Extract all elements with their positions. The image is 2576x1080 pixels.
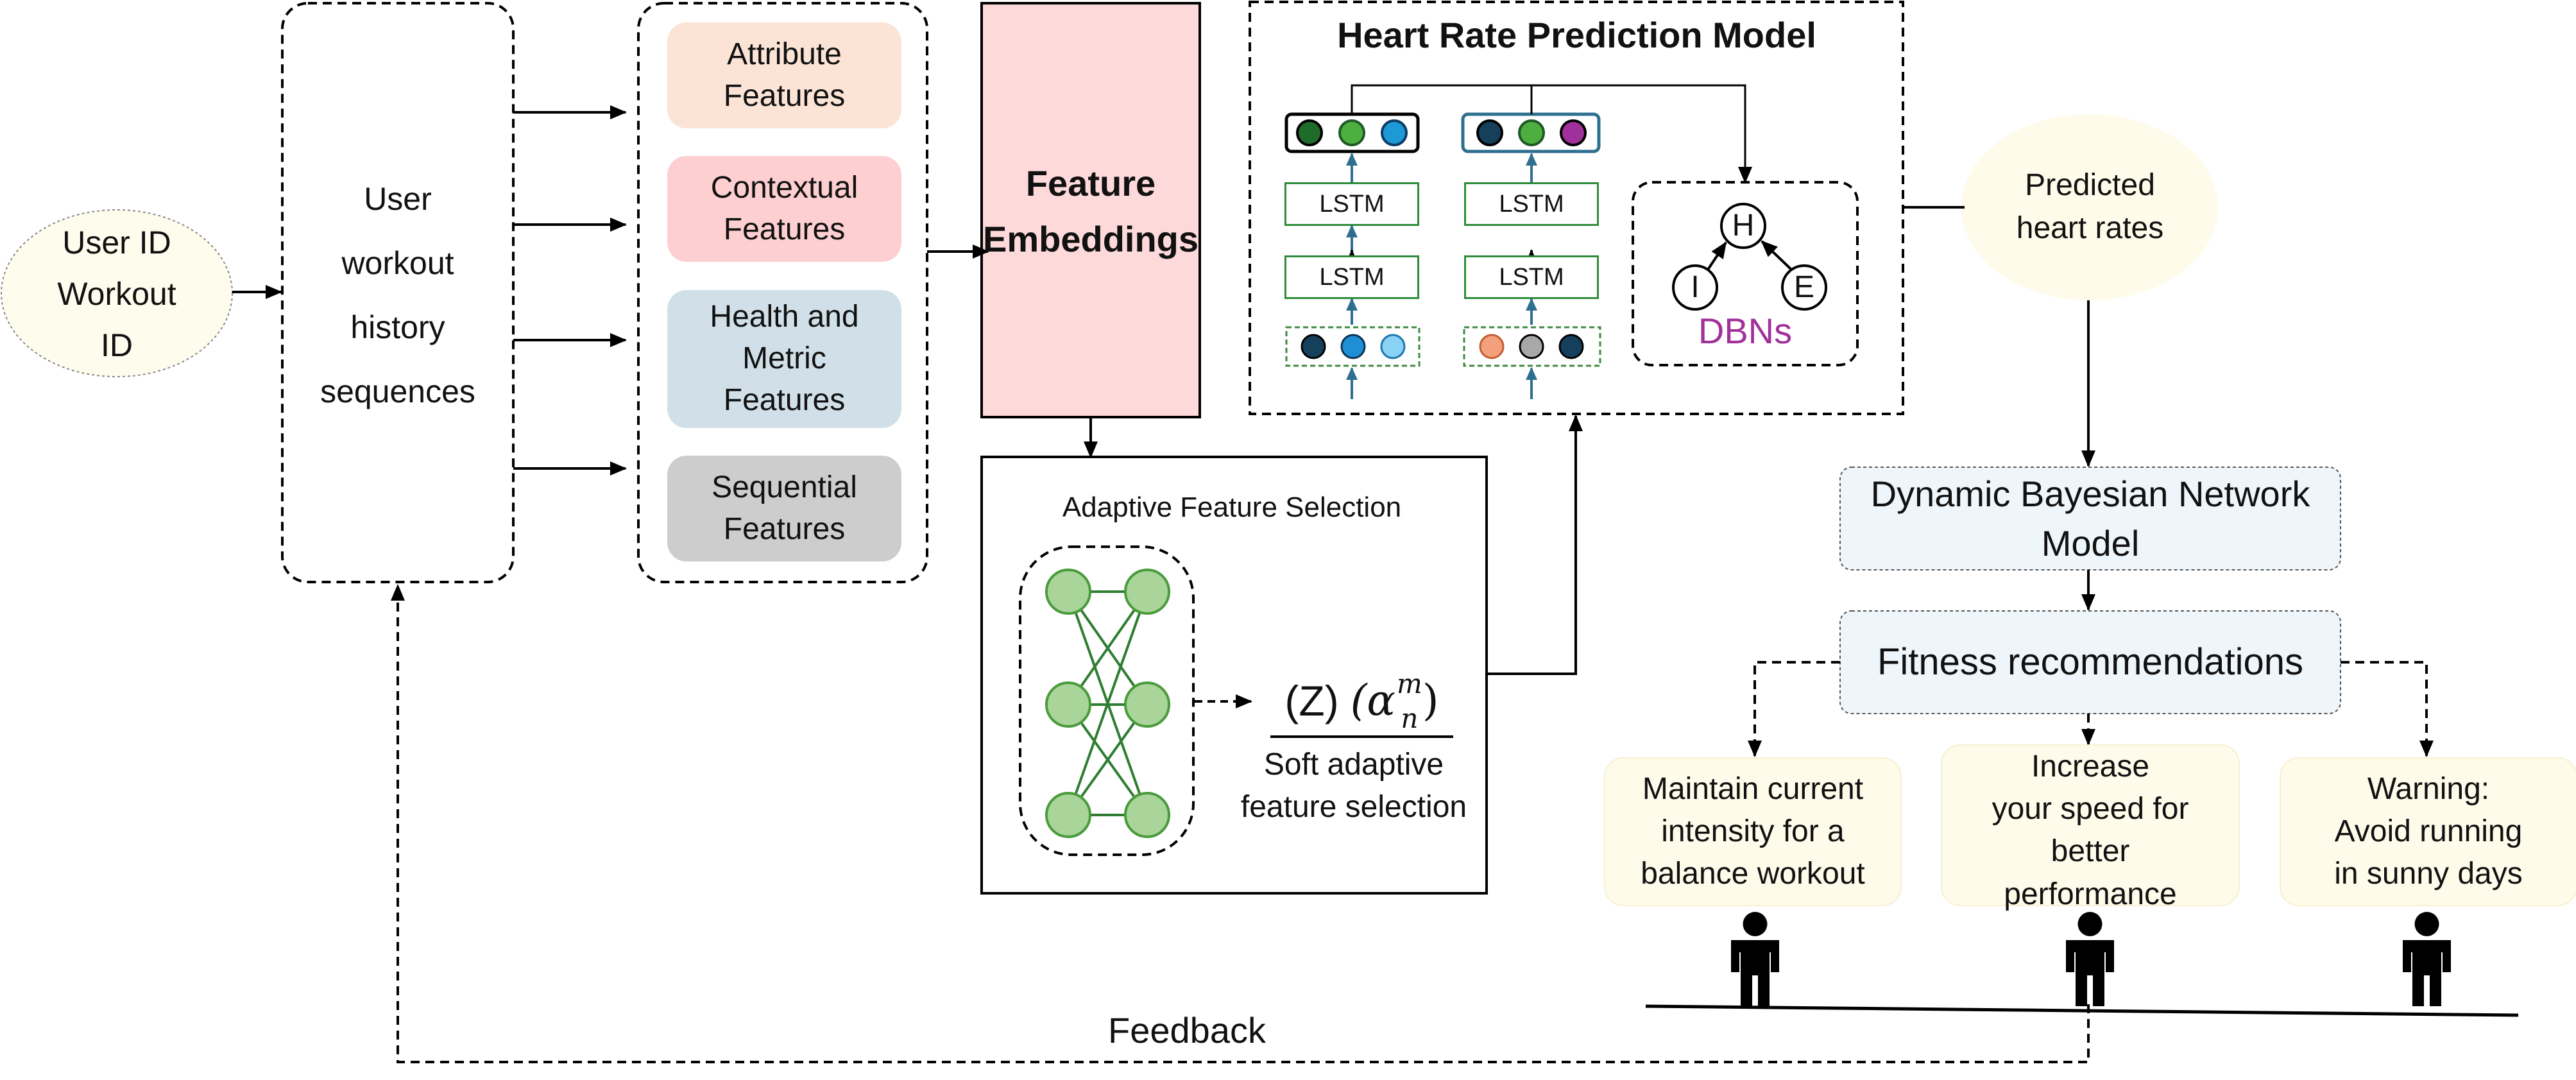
caption-line2: feature selection [1240, 790, 1467, 824]
health-line2: Metric [742, 341, 826, 376]
recommendation-card-2: Increase your speed for better performan… [1941, 744, 2240, 911]
fitness-label: Fitness recommendations [1877, 640, 2304, 683]
sequential-features-box: Sequential Features [667, 456, 901, 561]
formula-sup: m [1397, 667, 1422, 699]
model-title: Heart Rate Prediction Model [1337, 15, 1816, 55]
lstm-cell-2a: LSTM [1464, 182, 1599, 226]
dbn-box [1632, 181, 1859, 366]
lstm-cell-2b: LSTM [1464, 255, 1599, 299]
rec2-line4: performance [2004, 877, 2177, 911]
history-box [281, 2, 515, 583]
formula-z: (Z) [1284, 677, 1339, 725]
rec1-line2: intensity for a [1661, 814, 1845, 848]
history-label: User workout history sequences [282, 160, 513, 430]
bracket-to-dbn [1351, 84, 1752, 184]
formula-sub: n [1401, 702, 1419, 734]
dbn-node-e [1781, 264, 1827, 311]
predicted-line1: Predicted [2025, 168, 2155, 203]
history-line3: history [350, 309, 445, 345]
rec1-line1: Maintain current [1642, 771, 1864, 806]
dbn-node-h [1720, 203, 1766, 249]
lstm-cell-1b: LSTM [1284, 255, 1419, 299]
input-line1: User ID [62, 224, 171, 261]
health-features-box: Health and Metric Features [667, 290, 901, 428]
formula-alpha: (α [1350, 676, 1396, 726]
rec3-line3: in sunny days [2334, 857, 2523, 891]
embeddings-line1: Feature [1025, 163, 1156, 204]
embeddings-box [980, 2, 1201, 418]
arrow-fitness-rec3 [2341, 661, 2434, 757]
dbn-label: DBNs [1698, 311, 1793, 351]
features-container [637, 2, 928, 583]
arrow-selection-model [1487, 415, 1583, 675]
input-line3: ID [101, 327, 133, 363]
rec2-line2: your speed for [1992, 792, 2189, 827]
selection-formula: (Z) (α m n ) [1264, 667, 1460, 735]
history-line1: User [364, 181, 432, 217]
predicted-line2: heart rates [2016, 210, 2164, 245]
contextual-features-box: Contextual Features [667, 156, 901, 262]
lstm-cell-1a: LSTM [1284, 182, 1419, 226]
caption-line1: Soft adaptive [1263, 747, 1444, 782]
recommendation-card-3: Warning: Avoid running in sunny days [2280, 757, 2576, 906]
dbn-model-label: Dynamic Bayesian Network Model [1840, 467, 2341, 570]
dbn-node-e-label: E [1793, 270, 1814, 304]
rec2-line3: better [2051, 834, 2130, 869]
embeddings-label: Feature Embeddings [982, 154, 1200, 270]
dbn-node-i-label: I [1691, 270, 1700, 304]
lstm-label: LSTM [1499, 263, 1564, 291]
history-line2: workout [341, 245, 454, 281]
feedback-label: Feedback [1108, 1010, 1266, 1050]
health-line3: Features [723, 382, 846, 417]
dbn-node-i [1672, 264, 1718, 311]
arrow-fitness-rec1 [1748, 661, 1840, 757]
history-line4: sequences [320, 373, 475, 409]
embeddings-line2: Embeddings [982, 219, 1199, 259]
lstm-label: LSTM [1499, 190, 1564, 218]
person-icon [2403, 912, 2451, 1006]
attribute-line2: Features [723, 78, 846, 113]
person-icon [2066, 912, 2114, 1006]
person-icon [1731, 912, 1779, 1006]
predicted-label: Predicted heart rates [1963, 160, 2217, 253]
sequential-line2: Features [723, 511, 846, 546]
dbn-model-line1: Dynamic Bayesian Network [1870, 473, 2310, 514]
arrow-feedback [391, 584, 2090, 1063]
dbn-model-line2: Model [2041, 523, 2140, 563]
recommendation-card-1: Maintain current intensity for a balance… [1604, 757, 1902, 906]
ground-line [1645, 1004, 2519, 1017]
sequential-line1: Sequential [712, 470, 857, 504]
rec3-line2: Avoid running [2334, 814, 2523, 848]
contextual-line1: Contextual [710, 170, 858, 205]
input-label: User ID Workout ID [1, 212, 232, 375]
rec3-line1: Warning: [2367, 771, 2490, 806]
contextual-line2: Features [723, 212, 846, 246]
rec1-line3: balance workout [1641, 857, 1865, 891]
attribute-line1: Attribute [727, 37, 842, 71]
network-box [1019, 545, 1195, 856]
network-nodes [1045, 569, 1170, 838]
selection-title: Adaptive Feature Selection [1062, 491, 1402, 523]
selection-caption: Soft adaptive feature selection [1219, 741, 1488, 831]
health-line1: Health and [710, 300, 859, 334]
predicted-ellipse [1961, 114, 2218, 300]
lstm-label: LSTM [1319, 263, 1385, 291]
dbn-node-h-label: H [1732, 209, 1755, 243]
dbn-model-box [1839, 467, 2341, 570]
input-line2: Workout [57, 275, 176, 312]
formula-close: ) [1422, 676, 1439, 726]
rec2-line1: Increase [2031, 750, 2150, 784]
attribute-features-box: Attribute Features [667, 22, 901, 128]
lstm-label: LSTM [1319, 190, 1385, 218]
